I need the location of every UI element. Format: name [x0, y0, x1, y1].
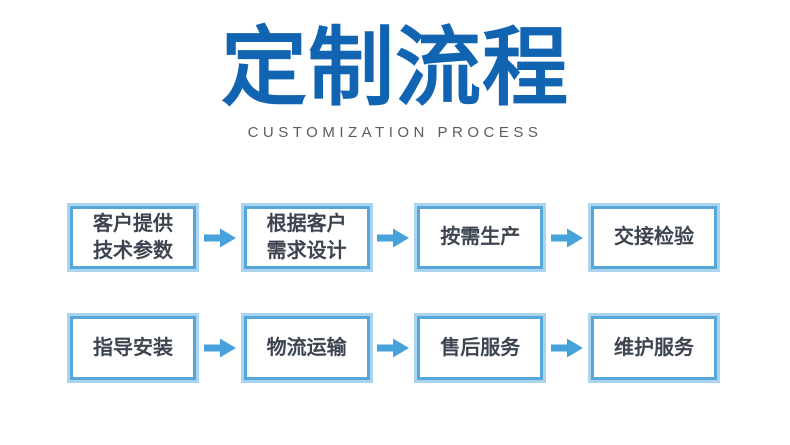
arrow-right-icon [377, 337, 410, 359]
page-title: 定制流程 [221, 20, 569, 116]
flow-step-box: 交接检验 [590, 206, 717, 269]
flow-step-box: 售后服务 [417, 316, 544, 380]
arrow-right-icon [551, 337, 584, 359]
flow-row-1: 客户提供 技术参数 根据客户 需求设计 按需生产 交接检验 [70, 206, 717, 269]
arrow-right-icon [551, 227, 584, 249]
flow-step-box: 按需生产 [417, 206, 544, 269]
arrow-right-icon [377, 227, 410, 249]
flow-step-box: 客户提供 技术参数 [70, 206, 196, 269]
arrow-right-icon [203, 227, 236, 249]
flow-step-box: 根据客户 需求设计 [243, 206, 370, 269]
flow-step-box: 维护服务 [590, 316, 717, 380]
flow-step-box: 指导安装 [70, 316, 196, 380]
arrow-right-icon [203, 337, 236, 359]
flow-step-box: 物流运输 [243, 316, 370, 380]
flow-row-2: 指导安装 物流运输 售后服务 维护服务 [70, 316, 717, 380]
page-subtitle: CUSTOMIZATION PROCESS [247, 124, 543, 141]
